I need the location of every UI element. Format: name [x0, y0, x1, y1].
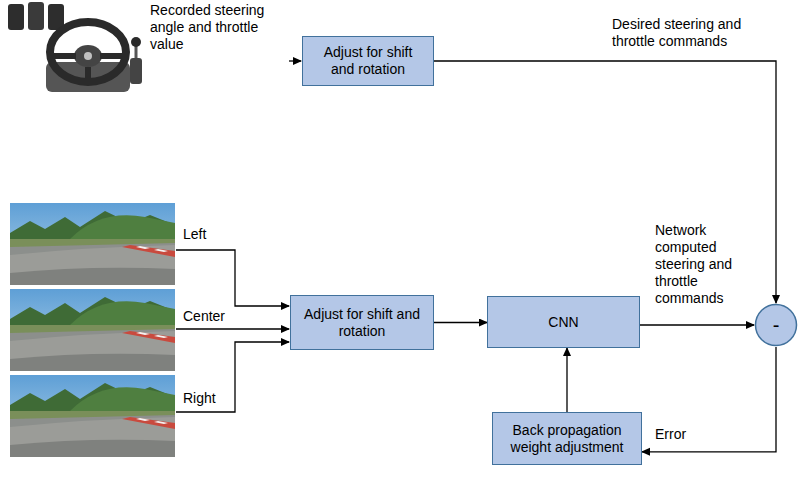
node-text: Adjust for shift and rotation — [299, 306, 425, 340]
process-box: Adjust for shift and rotation — [290, 295, 434, 350]
camera-label: Right — [183, 390, 243, 407]
node-text: Back propagation weight adjustment — [501, 422, 633, 456]
subtract-circle: - — [754, 303, 798, 347]
camera-wire — [176, 328, 289, 329]
camera-wire — [176, 342, 289, 412]
input-wire — [289, 60, 301, 61]
edge-label: Error — [655, 426, 715, 443]
process-box: Adjust for shift and rotation — [302, 36, 434, 86]
camera-label: Left — [183, 226, 243, 243]
flow-arrow — [566, 348, 567, 412]
input-label: Recorded steering angle and throttle val… — [150, 2, 288, 53]
camera-wire — [176, 250, 289, 306]
flow-arrow — [642, 347, 776, 452]
steering-wheel-illustration — [8, 2, 142, 92]
network-box: CNN — [487, 296, 640, 348]
flow-arrow — [434, 322, 487, 323]
edge-label: Desired steering and throttle commands — [612, 16, 777, 50]
edge-label: Network computed steering and throttle c… — [655, 222, 745, 307]
node-text: - — [773, 315, 780, 335]
camera-image-right — [10, 375, 175, 457]
flow-arrow — [640, 324, 754, 325]
camera-image-left — [10, 203, 175, 285]
camera-label: Center — [183, 308, 243, 325]
camera-image-center — [10, 289, 175, 371]
process-box: Back propagation weight adjustment — [492, 412, 642, 465]
node-text: Adjust for shift and rotation — [311, 44, 425, 78]
node-text: CNN — [548, 314, 578, 331]
